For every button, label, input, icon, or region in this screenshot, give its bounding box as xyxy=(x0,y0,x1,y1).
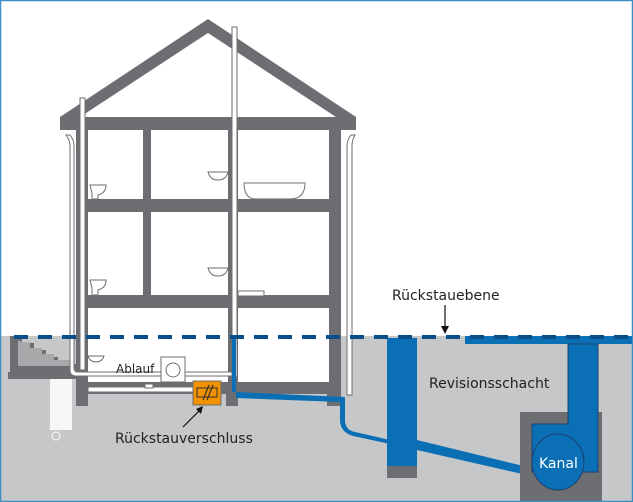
bathtub xyxy=(243,182,306,200)
arrow-valve xyxy=(182,409,201,428)
label-backflow-valve: Rückstauverschluss xyxy=(115,431,253,447)
floor-2 xyxy=(76,199,341,212)
label-floor-drain: Ablauf xyxy=(116,362,155,376)
sanitary-fixtures xyxy=(87,171,306,389)
sewer-pipe xyxy=(531,433,585,491)
arrowhead-backflow-level xyxy=(441,326,449,334)
toilet-lower xyxy=(89,279,107,296)
sink-lower xyxy=(207,267,229,277)
roof xyxy=(60,19,356,117)
gravel-drainage xyxy=(50,378,72,441)
shower-tray xyxy=(237,290,265,297)
washing-machine xyxy=(160,356,186,383)
right-wall xyxy=(329,125,341,405)
exterior-stairs xyxy=(10,336,76,372)
street-level-water xyxy=(465,336,633,344)
backflow-valve xyxy=(192,380,222,406)
toilet-upper xyxy=(89,184,107,200)
label-backflow-level: Rückstauebene xyxy=(392,288,500,304)
sink-basement xyxy=(87,355,105,363)
inspection-shaft-water xyxy=(387,338,417,466)
sink-upper xyxy=(207,171,229,181)
drain-pipes xyxy=(64,26,356,396)
arrowhead-valve xyxy=(196,406,203,414)
sewer-chamber xyxy=(520,343,602,502)
label-sewer: Kanal xyxy=(539,456,578,472)
label-inspection-shaft: Revisionsschacht xyxy=(429,376,550,392)
floor-1 xyxy=(76,295,341,308)
annotation-arrows xyxy=(182,305,449,428)
rooms xyxy=(88,138,329,382)
floor-drain xyxy=(144,383,154,389)
